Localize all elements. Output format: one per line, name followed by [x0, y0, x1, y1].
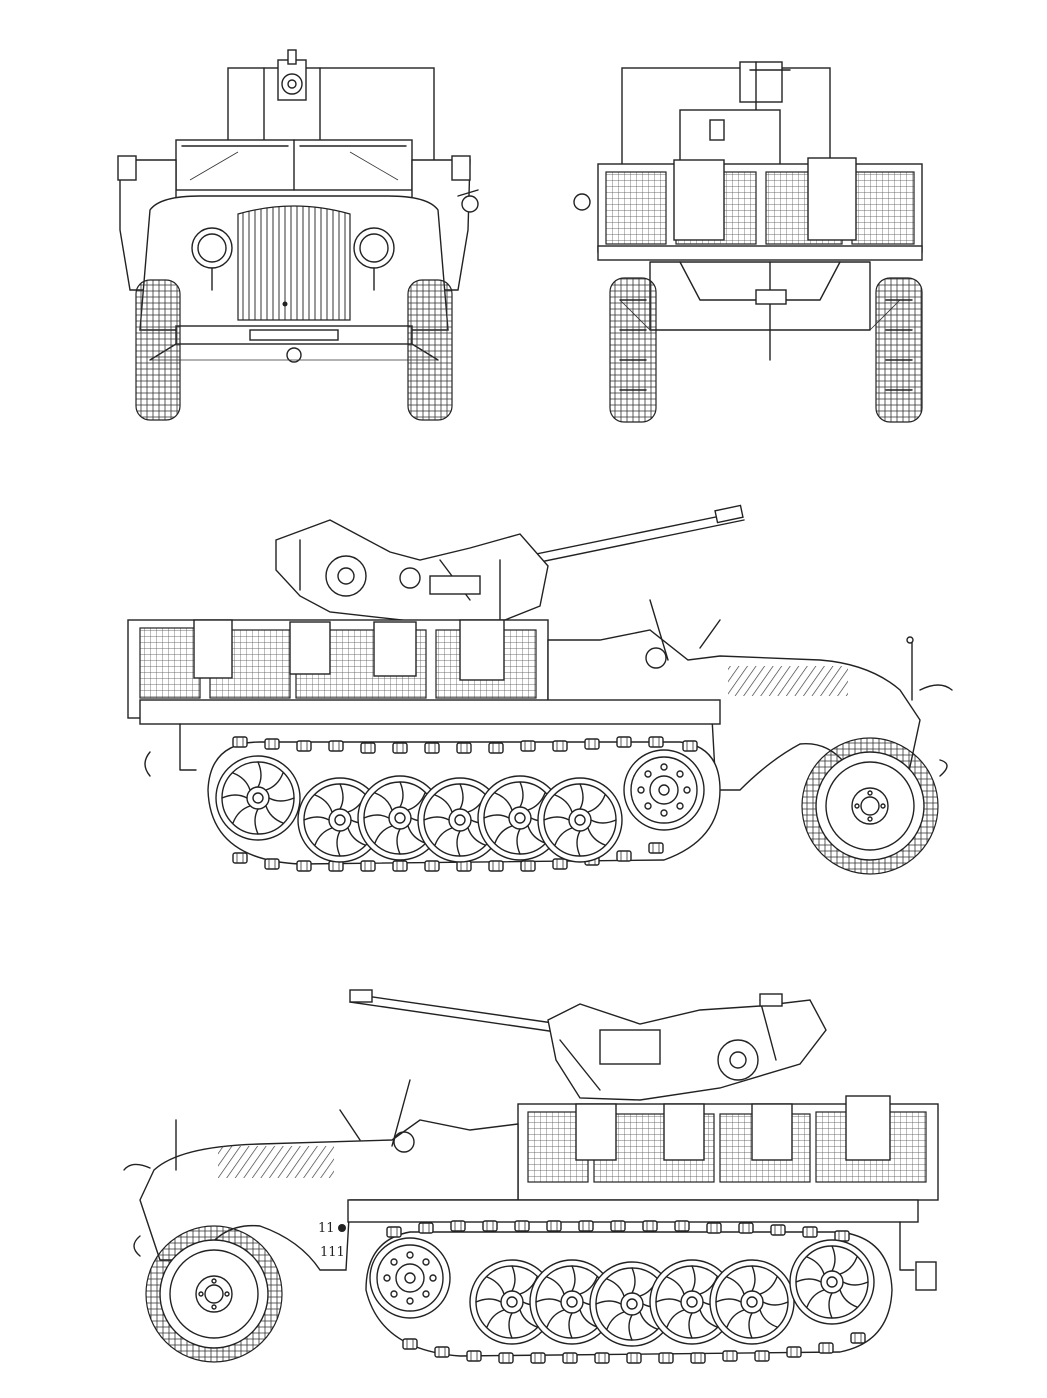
- rear-view: [573, 61, 923, 423]
- hull-number-top: 11: [318, 1221, 335, 1236]
- marking-dot: [338, 1224, 346, 1232]
- right-side-view: [127, 504, 953, 875]
- hull-number-bottom: 111: [320, 1245, 345, 1260]
- front-view: [117, 49, 479, 421]
- left-side-view: 11 111: [123, 989, 939, 1364]
